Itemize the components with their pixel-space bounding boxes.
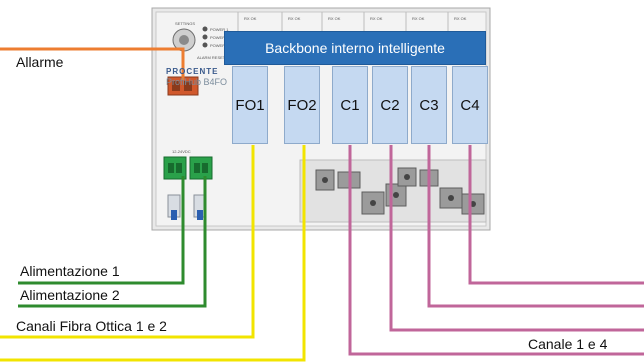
channel-status-label: RX OK	[370, 16, 383, 21]
channel-status-label: RX OK	[244, 16, 257, 21]
led-icon	[202, 42, 208, 48]
module-c1: C1	[332, 66, 368, 144]
led-label-1: POWER 1	[210, 27, 229, 32]
label-allarme: Allarme	[16, 54, 64, 70]
label-canale: Canale 1 e 4	[528, 336, 608, 352]
backbone-banner: Backbone interno intelligente	[224, 31, 486, 65]
module-c2: C2	[372, 66, 408, 144]
led-label-3: POWER	[210, 43, 225, 48]
channel-wires	[348, 145, 644, 356]
module-c4: C4	[452, 66, 488, 144]
channel-status-label: RX OK	[454, 16, 467, 21]
module-c3: C3	[411, 66, 447, 144]
settings-label: SETTINGS	[175, 21, 195, 26]
led-icon	[202, 34, 208, 40]
channel-status-label: RX OK	[412, 16, 425, 21]
channel-status-label: RX OK	[328, 16, 341, 21]
module-fo1: FO1	[232, 66, 268, 144]
alarm-reset-label: ALARM RESET	[197, 55, 226, 60]
module-fo2: FO2	[284, 66, 320, 144]
fiber-wires	[0, 145, 306, 362]
power-connector-2	[189, 156, 213, 180]
label-canali-fibra: Canali Fibra Ottica 1 e 2	[16, 318, 167, 334]
brand-label: PROCENTE	[166, 67, 218, 76]
channel-status-label: RX OK	[288, 16, 301, 21]
model-label: ProfiHub B4FO	[166, 77, 227, 87]
led-icon	[202, 26, 208, 32]
alarm-wire	[0, 47, 185, 80]
voltage-label: 12-24VDC	[172, 149, 191, 154]
power-connector-1	[163, 156, 187, 180]
top-slot-dividers	[237, 12, 449, 32]
power-wires	[18, 176, 207, 308]
label-alimentazione-2: Alimentazione 2	[20, 287, 120, 303]
led-label-2: POWER 2	[210, 35, 229, 40]
label-alimentazione-1: Alimentazione 1	[20, 263, 120, 279]
